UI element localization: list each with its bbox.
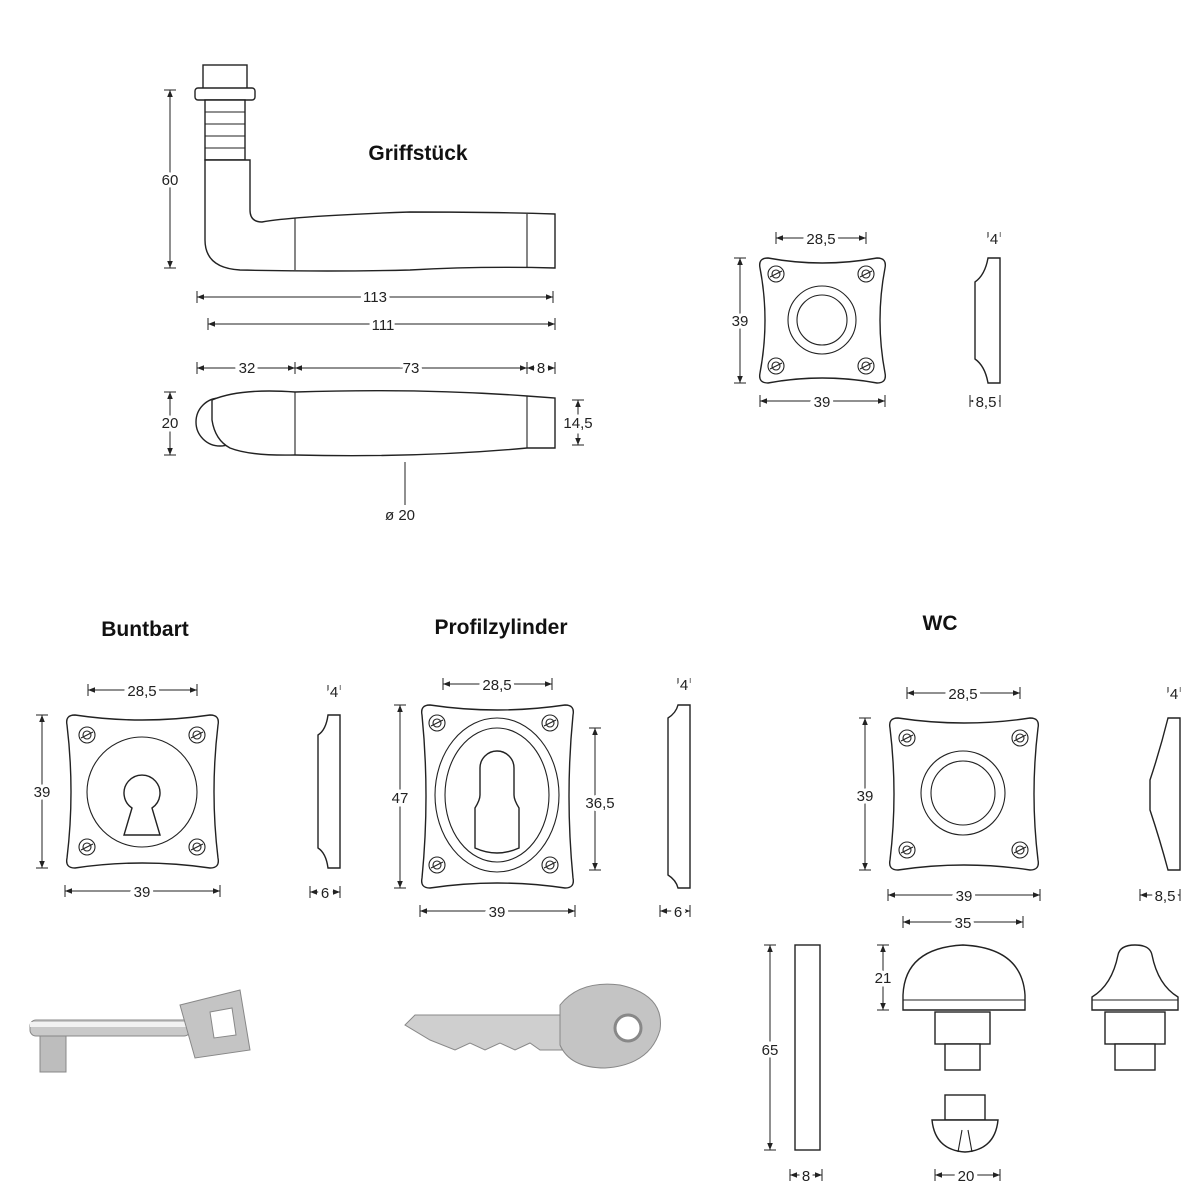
screw-hole-icon bbox=[192, 842, 202, 852]
screw-hole-icon bbox=[898, 729, 916, 747]
screw-hole-icon bbox=[857, 357, 875, 375]
dimension-label: 32 bbox=[239, 360, 256, 377]
dimension-label: 8,5 bbox=[976, 394, 997, 411]
dimension-label: 4 bbox=[990, 231, 998, 248]
screw-hole-icon bbox=[432, 860, 442, 870]
lever-top-view bbox=[195, 389, 556, 457]
dimension-label: 39 bbox=[489, 904, 506, 921]
wc-rosette bbox=[888, 717, 1040, 871]
wc-knob-front bbox=[902, 944, 1026, 1071]
screw-hole-icon bbox=[188, 726, 206, 744]
screw-hole-icon bbox=[771, 361, 781, 371]
screw-hole-icon bbox=[192, 730, 202, 740]
screw-hole-icon bbox=[78, 838, 96, 856]
dimension-label: 65 bbox=[762, 1042, 779, 1059]
dimension-label: 8,5 bbox=[1155, 888, 1176, 905]
dimension-label: 4 bbox=[680, 677, 688, 694]
dimension-label: 6 bbox=[674, 904, 682, 921]
title-wc: WC bbox=[923, 612, 958, 635]
dimension-label: 28,5 bbox=[806, 231, 835, 248]
dimension-label: 20 bbox=[958, 1168, 975, 1185]
dimension-label: 39 bbox=[814, 394, 831, 411]
screw-hole-icon bbox=[898, 841, 916, 859]
dimension-lines: 60 113 111 32 73 8 20 14,5 ø 20 28,5 39 39 4 8,5 28,5 3… bbox=[30, 89, 1182, 1189]
screw-hole-icon bbox=[902, 845, 912, 855]
dimension-label: 113 bbox=[363, 289, 387, 306]
screw-hole-icon bbox=[188, 838, 206, 856]
wc-knob-side bbox=[1091, 944, 1179, 1071]
dimension-label: 39 bbox=[956, 888, 973, 905]
profil-key bbox=[404, 983, 661, 1069]
dimension-label: 21 bbox=[875, 970, 892, 987]
dimension-label: 28,5 bbox=[948, 686, 977, 703]
screw-hole-icon bbox=[82, 730, 92, 740]
dimension-label: 8 bbox=[537, 360, 545, 377]
screw-hole-icon bbox=[861, 361, 871, 371]
title-buntbart: Buntbart bbox=[101, 618, 189, 641]
screw-hole-icon bbox=[771, 269, 781, 279]
dimension-label: 6 bbox=[321, 885, 329, 902]
dimension-label: 60 bbox=[162, 172, 179, 189]
screw-hole-icon bbox=[545, 718, 555, 728]
dimension-label: 36,5 bbox=[585, 795, 614, 812]
dimension-label: 14,5 bbox=[563, 415, 592, 432]
dimension-label: 35 bbox=[955, 915, 972, 932]
screw-hole-icon bbox=[1011, 841, 1029, 859]
rosette-front bbox=[758, 257, 887, 384]
buntbart-rosette bbox=[65, 714, 220, 869]
screw-hole-icon bbox=[428, 856, 446, 874]
title-profilzylinder: Profilzylinder bbox=[434, 616, 567, 639]
wc-spindle bbox=[794, 944, 821, 1151]
screw-hole-icon bbox=[432, 718, 442, 728]
screw-hole-icon bbox=[857, 265, 875, 283]
dimension-label: 73 bbox=[403, 360, 420, 377]
profilzylinder-profile bbox=[667, 704, 691, 889]
dimension-label: 39 bbox=[134, 884, 151, 901]
dimension-label: ø 20 bbox=[385, 507, 415, 524]
screw-hole-icon bbox=[902, 733, 912, 743]
dimension-label: 47 bbox=[392, 790, 409, 807]
lever-side-view bbox=[194, 64, 556, 272]
buntbart-profile bbox=[317, 714, 341, 869]
screw-hole-icon bbox=[1015, 733, 1025, 743]
screw-hole-icon bbox=[545, 860, 555, 870]
dimension-label: 20 bbox=[162, 415, 179, 432]
rosette-profile bbox=[974, 257, 1001, 384]
buntbart-key bbox=[29, 989, 251, 1073]
dimension-label: 28,5 bbox=[482, 677, 511, 694]
dimension-label: 39 bbox=[857, 788, 874, 805]
screw-hole-icon bbox=[767, 357, 785, 375]
keyhole-icon bbox=[123, 774, 161, 836]
dimension-label: 111 bbox=[372, 317, 395, 334]
title-griffstueck: Griffstück bbox=[368, 142, 468, 165]
screw-hole-icon bbox=[82, 842, 92, 852]
dimension-label: 4 bbox=[330, 684, 338, 701]
wc-nut bbox=[931, 1094, 999, 1153]
profilzylinder-rosette bbox=[420, 704, 575, 889]
dimension-label: 39 bbox=[34, 784, 51, 801]
screw-hole-icon bbox=[1011, 729, 1029, 747]
dimension-label: 28,5 bbox=[127, 683, 156, 700]
dimension-label: 8 bbox=[802, 1168, 810, 1185]
screw-hole-icon bbox=[428, 714, 446, 732]
screw-hole-icon bbox=[1015, 845, 1025, 855]
wc-profile bbox=[1149, 717, 1181, 871]
cylinder-hole-icon bbox=[474, 750, 520, 854]
dimension-label: 4 bbox=[1170, 686, 1178, 703]
screw-hole-icon bbox=[861, 269, 871, 279]
screw-hole-icon bbox=[767, 265, 785, 283]
dimension-label: 39 bbox=[732, 313, 749, 330]
screw-hole-icon bbox=[78, 726, 96, 744]
screw-hole-icon bbox=[541, 856, 559, 874]
screw-hole-icon bbox=[541, 714, 559, 732]
